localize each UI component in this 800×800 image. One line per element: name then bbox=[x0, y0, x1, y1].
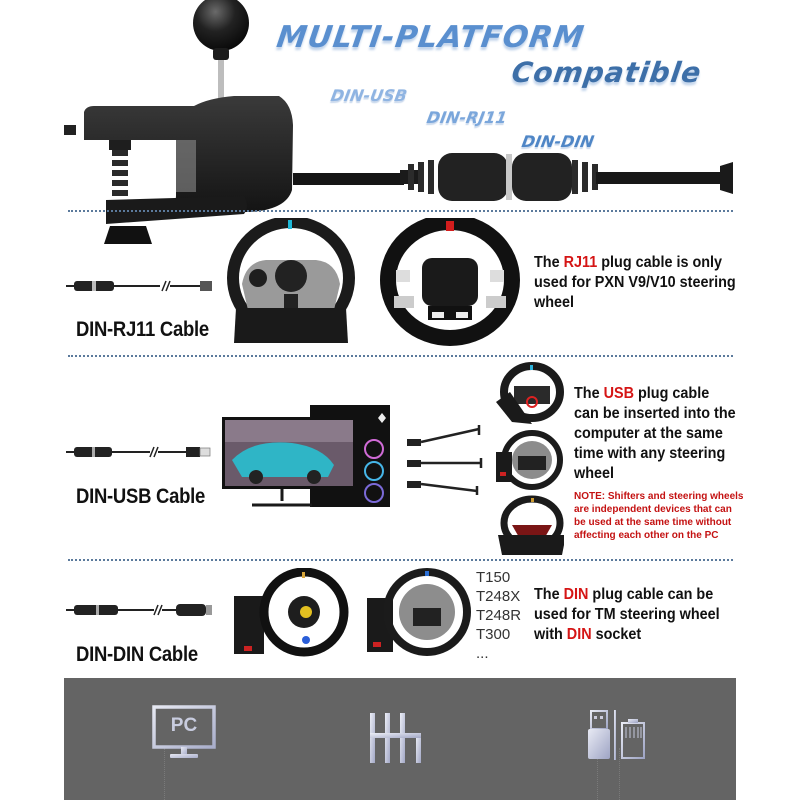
divider bbox=[164, 748, 165, 800]
pxn-v10-wheel-image bbox=[380, 214, 520, 346]
description-usb: The USB plug cable can be inserted into … bbox=[574, 384, 736, 484]
pc-monitor-icon: PC bbox=[152, 705, 216, 761]
cable-label-din-usb: DIN-USB Cable bbox=[76, 485, 206, 508]
desc-text: The bbox=[534, 254, 564, 271]
desc-text: plug cable can be used for TM steering w… bbox=[534, 586, 720, 643]
thrustmaster-wheel-image bbox=[492, 428, 564, 492]
model-item: T150 bbox=[476, 569, 511, 586]
description-din: The DIN plug cable can be used for TM st… bbox=[534, 585, 741, 645]
title-compatible: Compatible bbox=[509, 56, 704, 89]
compatible-models-list: T150 T248X T248R T300 ... bbox=[476, 568, 521, 663]
usb-rj11-connectors-icon bbox=[586, 708, 646, 764]
footer-icon-bar: PC bbox=[64, 678, 736, 800]
din-rj11-cable-image bbox=[66, 276, 216, 296]
gaming-pc-image bbox=[222, 405, 392, 515]
pxn-v9-wheel-image bbox=[226, 216, 356, 343]
cable-label-din-rj11: DIN-RJ11 Cable bbox=[76, 318, 209, 341]
separator bbox=[68, 559, 733, 561]
cable-label-din-din: DIN-DIN Cable bbox=[76, 643, 198, 666]
desc-text: The bbox=[534, 586, 564, 603]
desc-text: plug cable is only used for PXN V9/V10 s… bbox=[534, 254, 736, 311]
highlight-din: DIN bbox=[566, 626, 592, 643]
usb-cables-image bbox=[405, 425, 485, 495]
model-item: ... bbox=[476, 645, 489, 662]
highlight-rj11: RJ11 bbox=[563, 254, 598, 271]
din-din-cable-image bbox=[66, 600, 216, 620]
desc-text: plug cable can be inserted into the comp… bbox=[574, 385, 736, 482]
pc-icon-label: PC bbox=[170, 715, 198, 736]
highlight-din: DIN bbox=[563, 586, 589, 603]
divider bbox=[597, 748, 598, 800]
desc-text: The bbox=[574, 385, 604, 402]
din-cable-image bbox=[400, 150, 740, 210]
subtitle-din-usb: DIN-USB bbox=[329, 86, 409, 105]
shifter-product-image bbox=[64, 0, 413, 250]
hori-wheel-image bbox=[492, 493, 566, 557]
model-item: T300 bbox=[476, 626, 511, 643]
divider bbox=[619, 748, 620, 800]
title-multi-platform: MULTI-PLATFORM bbox=[274, 20, 587, 55]
separator bbox=[68, 210, 733, 212]
thrustmaster-ferrari-wheel-image bbox=[232, 567, 352, 663]
model-item: T248X bbox=[476, 588, 521, 605]
separator bbox=[68, 355, 733, 357]
highlight-usb: USB bbox=[603, 385, 635, 402]
desc-text: socket bbox=[591, 626, 642, 643]
logitech-wheel-image bbox=[492, 362, 564, 426]
note-independent-devices: NOTE: Shifters and steering wheels are i… bbox=[574, 491, 744, 541]
din-usb-cable-image bbox=[66, 442, 216, 462]
model-item: T248R bbox=[476, 607, 522, 624]
shifter-pattern-icon bbox=[366, 711, 426, 765]
thrustmaster-t300-wheel-image bbox=[365, 568, 475, 663]
subtitle-din-din: DIN-DIN bbox=[520, 132, 596, 151]
subtitle-din-rj11: DIN-RJ11 bbox=[425, 108, 509, 127]
description-rj11: The RJ11 plug cable is only used for PXN… bbox=[534, 253, 741, 313]
